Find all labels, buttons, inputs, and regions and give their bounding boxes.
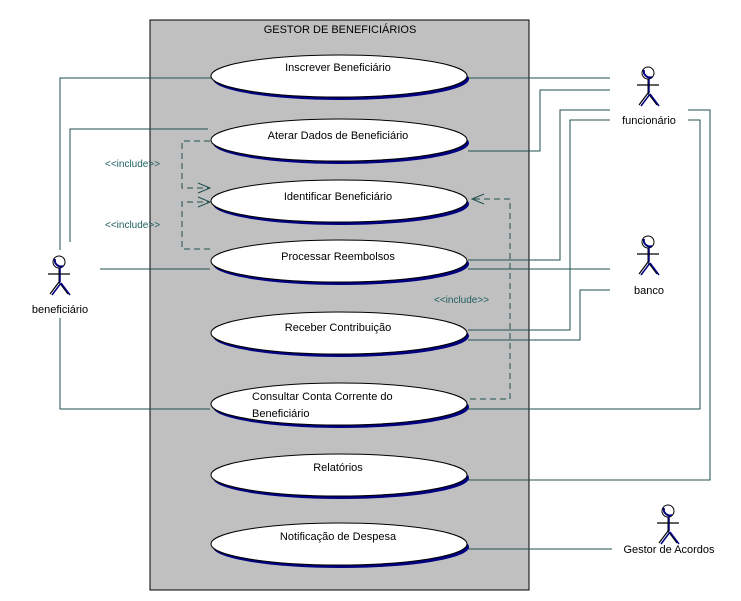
include-arrow-right: [470, 193, 485, 205]
actor-funcionario[interactable]: funcionário: [622, 66, 676, 127]
use-case-notificacao[interactable]: Notificação de Despesa: [210, 522, 469, 568]
use-case-alterar[interactable]: Aterar Dados de Beneficiário: [210, 118, 469, 164]
include-alterar-identificar: [181, 140, 210, 189]
assoc-beneficiario-consultar: [59, 318, 210, 410]
actor-label: funcionário: [622, 115, 676, 127]
include-label-3: <<include>>: [434, 295, 489, 306]
actor-label: banco: [634, 285, 664, 297]
use-case-label: Relatórios: [313, 462, 363, 474]
use-case-label: Identificar Beneficiário: [284, 191, 392, 203]
include-lines: [181, 140, 511, 400]
actor-figure-icon: [636, 66, 660, 107]
association-lines: [59, 77, 711, 550]
system-title: GESTOR DE BENEFICIÁRIOS: [264, 23, 417, 36]
include-arrowheads: [197, 182, 485, 208]
use-case-label: Processar Reembolsos: [281, 251, 395, 263]
use-case-inscrever[interactable]: Inscrever Beneficiário: [210, 54, 469, 100]
use-case-consultar[interactable]: Consultar Conta Corrente do Beneficiário: [210, 382, 469, 428]
assoc-beneficiario-alterar: [69, 128, 208, 242]
include-consultar-identificar: [470, 198, 511, 400]
assoc-funcionario-alterar: [468, 89, 610, 152]
actor-banco[interactable]: banco: [634, 235, 664, 297]
assoc-funcionario-consultar: [468, 119, 701, 410]
assoc-beneficiario-inscrever: [59, 77, 212, 250]
assoc-banco-receber: [468, 289, 610, 341]
use-case-label-line1: Consultar Conta Corrente do: [252, 391, 393, 403]
actor-figure-icon: [47, 255, 71, 296]
actor-beneficiario[interactable]: beneficiário: [32, 255, 88, 316]
include-label-1: <<include>>: [105, 159, 160, 170]
use-case-receber[interactable]: Receber Contribuição: [210, 311, 469, 357]
use-case-relatorios[interactable]: Relatórios: [210, 453, 469, 499]
include-processar-identificar: [181, 201, 210, 250]
include-label-2: <<include>>: [105, 220, 160, 231]
actor-figure-icon: [656, 504, 680, 545]
actor-figure-icon: [636, 235, 660, 276]
assoc-funcionario-processar: [468, 109, 610, 261]
assoc-funcionario-relatorios: [468, 109, 711, 481]
assoc-funcionario-receber: [468, 119, 610, 331]
use-case-label: Notificação de Despesa: [280, 531, 397, 543]
use-case-processar[interactable]: Processar Reembolsos: [210, 239, 469, 285]
actor-gestor-de-acordos[interactable]: Gestor de Acordos: [623, 504, 715, 556]
actor-label: Gestor de Acordos: [623, 544, 715, 556]
use-case-identificar[interactable]: Identificar Beneficiário: [210, 179, 469, 225]
use-case-label: Aterar Dados de Beneficiário: [268, 130, 409, 142]
use-case-label: Receber Contribuição: [285, 322, 391, 334]
actor-label: beneficiário: [32, 304, 88, 316]
include-arrow-left-2: [197, 196, 212, 208]
include-arrow-left-1: [197, 182, 212, 194]
use-case-label-line2: Beneficiário: [252, 408, 309, 420]
use-case-label: Inscrever Beneficiário: [285, 62, 391, 74]
